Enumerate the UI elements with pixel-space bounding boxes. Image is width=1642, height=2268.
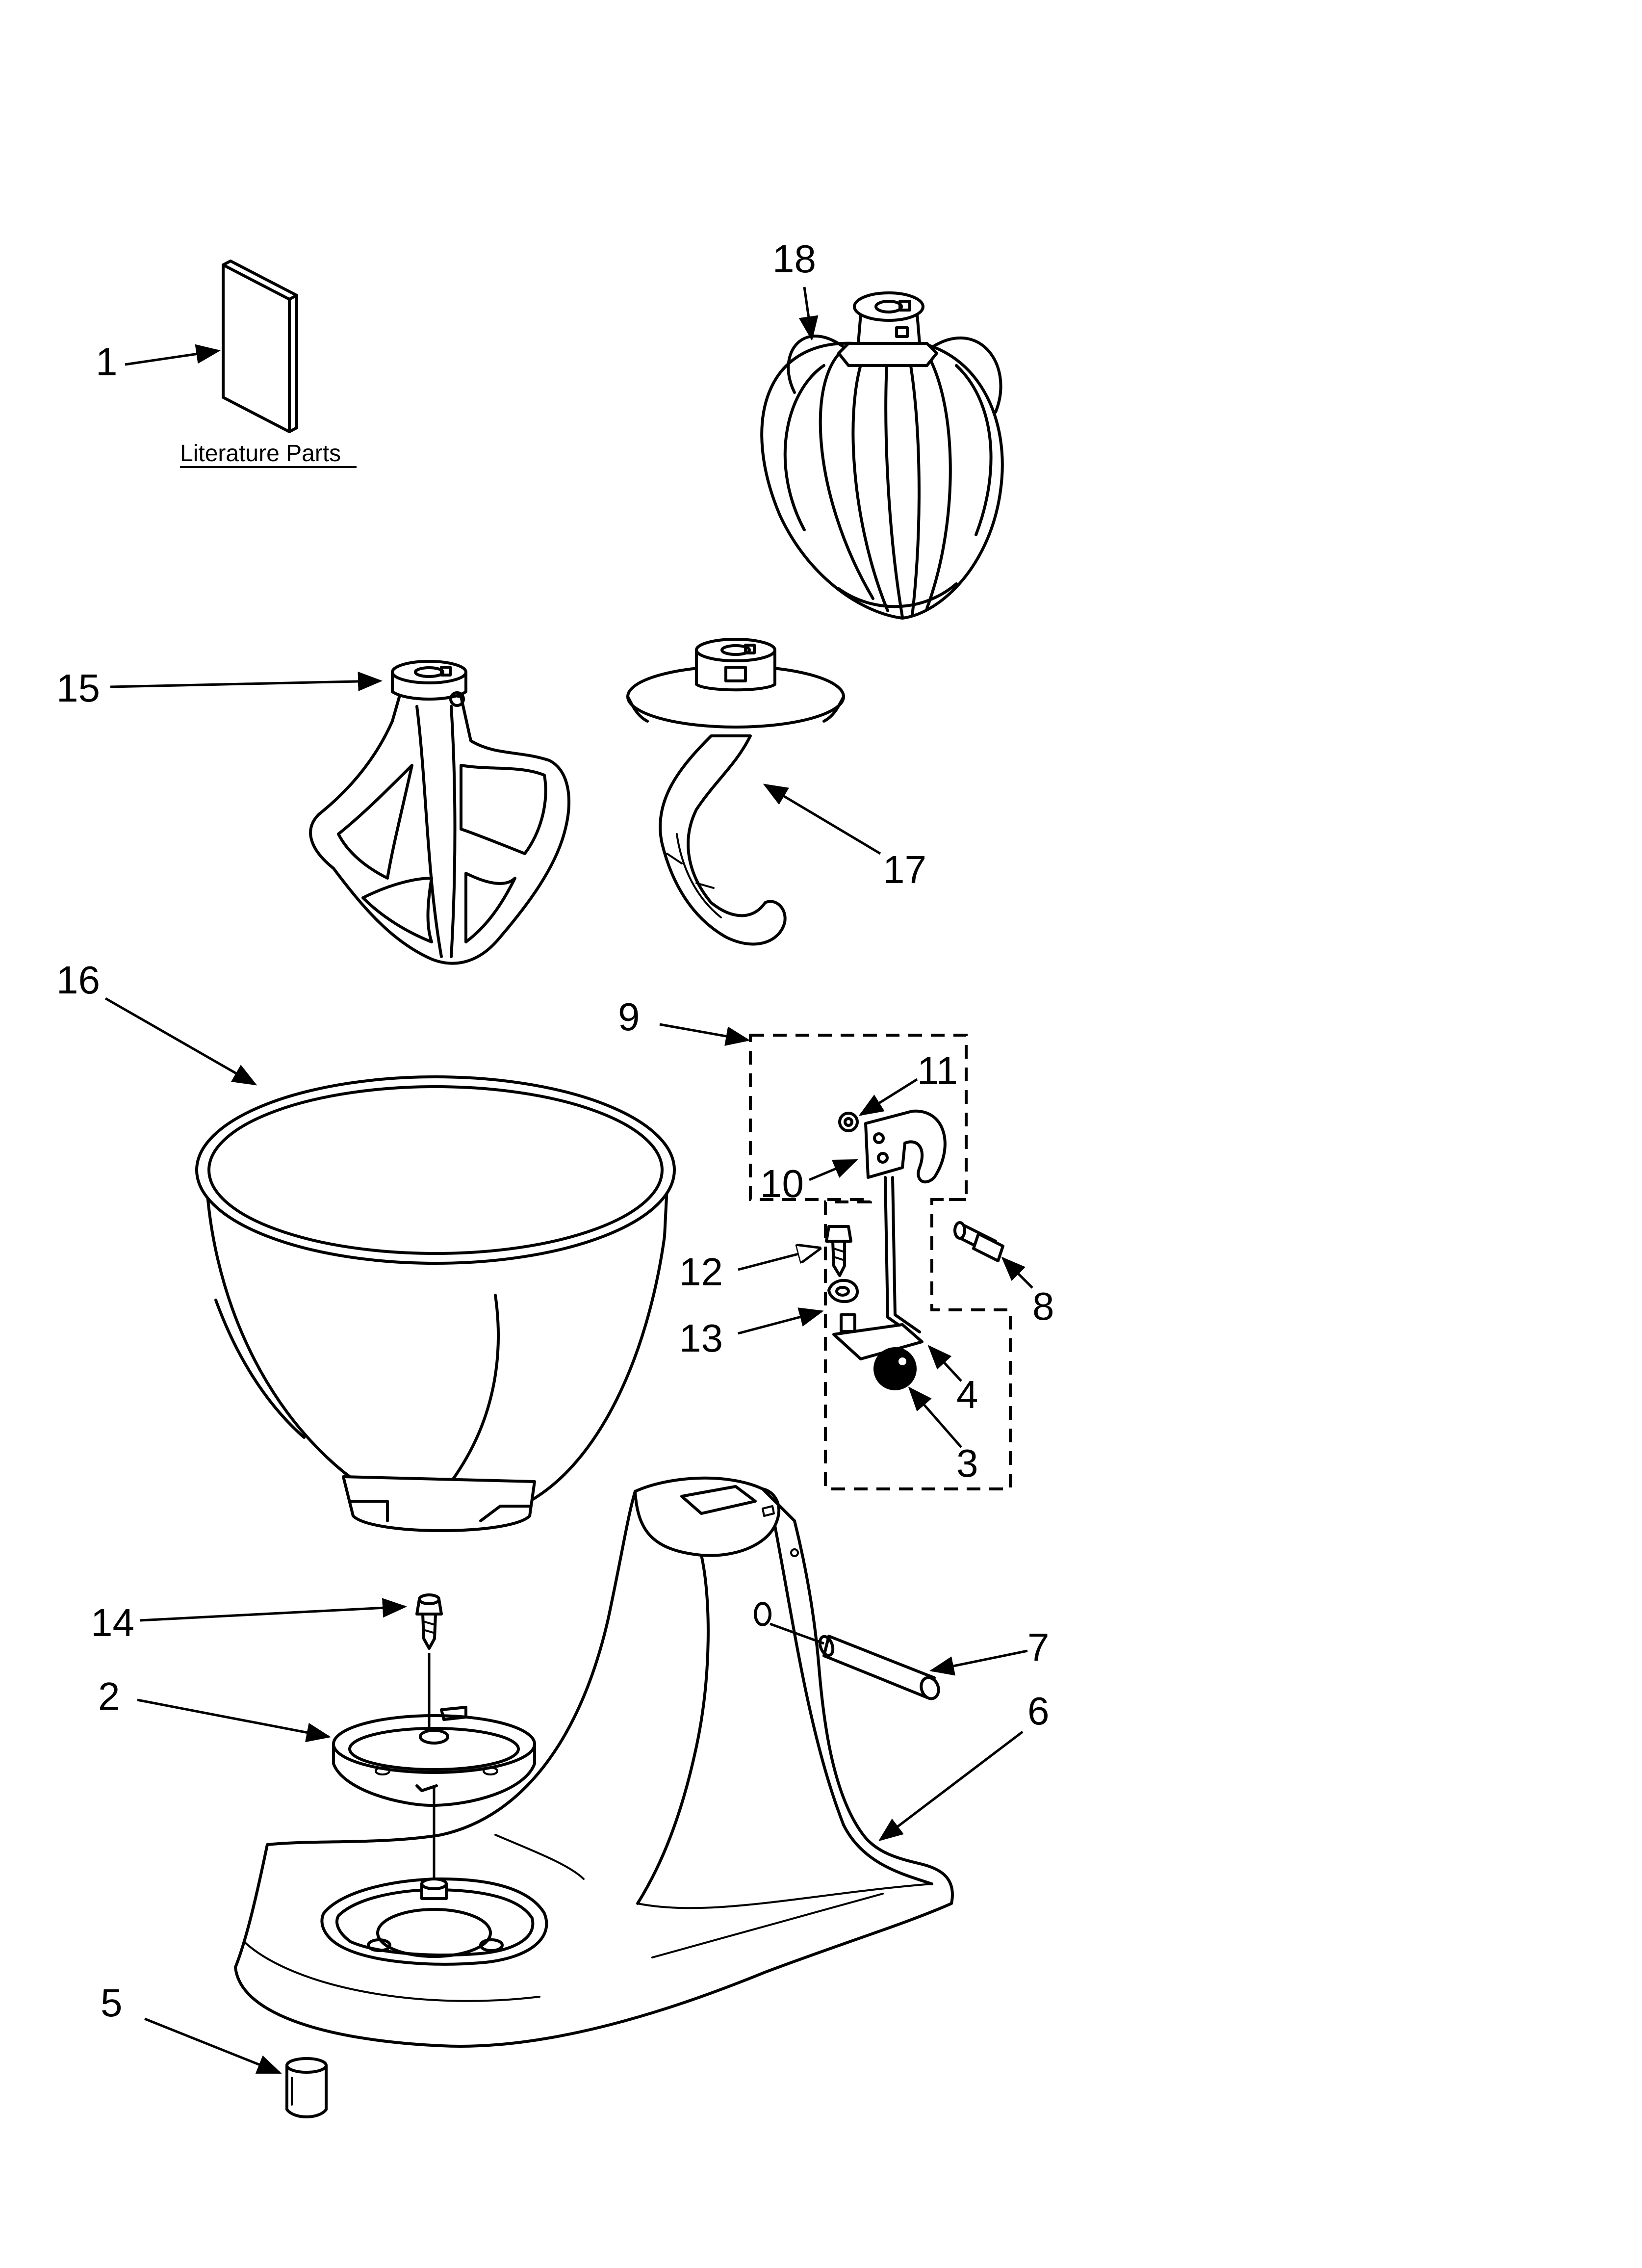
callout-9: 9 <box>618 995 640 1039</box>
leader-lines <box>104 287 1033 2074</box>
wire-whip <box>760 291 1004 620</box>
mixer-body <box>234 1476 954 2048</box>
callout-3: 3 <box>956 1441 978 1485</box>
lock-lever-part-4 <box>832 1176 924 1360</box>
callout-5: 5 <box>101 1981 123 2025</box>
hinge-pin-part-8 <box>953 1221 1004 1262</box>
callout-4: 4 <box>956 1373 978 1416</box>
dough-hook <box>626 638 845 946</box>
mixing-bowl <box>195 1075 676 1532</box>
part-9-assembly-outline <box>749 1034 1012 1490</box>
callout-6: 6 <box>1027 1689 1050 1733</box>
hinge-bracket-part-10 <box>864 1109 947 1184</box>
callout-14: 14 <box>91 1601 134 1644</box>
callout-1: 1 <box>96 340 118 384</box>
callout-11: 11 <box>917 1049 958 1093</box>
knob-highlight <box>898 1357 906 1365</box>
callout-16: 16 <box>56 958 100 1002</box>
hinge-pin-part-7 <box>770 1622 940 1700</box>
callout-7: 7 <box>1027 1625 1050 1669</box>
callout-13: 13 <box>679 1316 723 1360</box>
callout-12: 12 <box>679 1250 723 1294</box>
callout-15: 15 <box>56 666 100 710</box>
washer-part-13 <box>827 1278 859 1303</box>
callout-18: 18 <box>772 237 816 281</box>
literature-parts-caption: Literature Parts <box>180 441 341 467</box>
flat-beater <box>309 660 570 965</box>
literature-booklet <box>222 260 298 433</box>
lever-knob-part-3 <box>873 1347 917 1390</box>
callout-10: 10 <box>760 1162 804 1205</box>
callout-8: 8 <box>1032 1284 1054 1328</box>
nut-part-11 <box>838 1112 859 1132</box>
callout-2: 2 <box>98 1674 120 1718</box>
rubber-foot-part-5 <box>285 2057 328 2118</box>
callout-17: 17 <box>883 848 926 891</box>
screw-part-12 <box>825 1225 852 1277</box>
bowl-clamp-plate <box>332 1706 536 1807</box>
screw-part-14 <box>415 1593 443 1650</box>
